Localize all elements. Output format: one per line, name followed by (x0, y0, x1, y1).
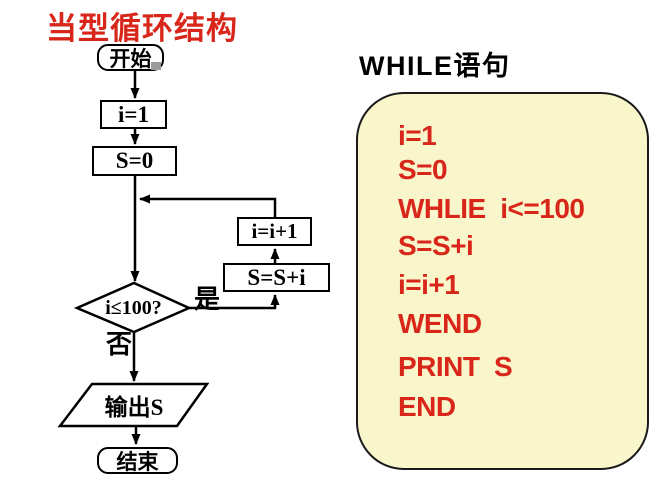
flow-node-init-i: i=1 (100, 100, 167, 129)
flow-node-condition-label: i≤100? (105, 296, 162, 319)
code-line: WEND (398, 308, 482, 339)
code-line: i=1 (398, 120, 437, 151)
flow-node-start: 开始 (97, 44, 164, 71)
while-statement-title: WHILE语句 (359, 51, 511, 81)
flow-node-end-label: 结束 (116, 449, 159, 474)
code-line: PRINT S (398, 351, 513, 382)
flow-node-accumulate-label: S=S+i (247, 264, 306, 290)
flow-node-init-s: S=0 (92, 146, 177, 176)
start-box-artifact-square (151, 62, 161, 70)
flow-node-init-s-label: S=0 (115, 148, 154, 173)
code-line: i=i+1 (398, 269, 460, 300)
page-title: 当型循环结构 (46, 11, 238, 46)
code-line: END (398, 391, 456, 422)
code-panel: i=1 S=0 WHLIE i<=100 S=S+i i=i+1 WEND PR… (356, 92, 649, 470)
flow-node-end: 结束 (97, 447, 178, 474)
edge-label-no: 否 (106, 330, 133, 359)
flow-node-increment: i=i+1 (237, 217, 312, 246)
condition-diamond-shape (73, 281, 193, 334)
flow-node-accumulate: S=S+i (223, 263, 330, 292)
output-parallelogram-shape (57, 382, 210, 428)
flow-node-start-label: 开始 (109, 46, 152, 71)
flow-node-output-label: 输出S (104, 395, 164, 420)
edge-label-yes: 是 (194, 285, 221, 314)
flow-node-init-i-label: i=1 (118, 101, 149, 127)
flow-node-increment-label: i=i+1 (251, 219, 298, 243)
code-line: S=S+i (398, 230, 474, 261)
code-line: S=0 (398, 154, 448, 185)
code-line: WHLIE i<=100 (398, 193, 585, 224)
